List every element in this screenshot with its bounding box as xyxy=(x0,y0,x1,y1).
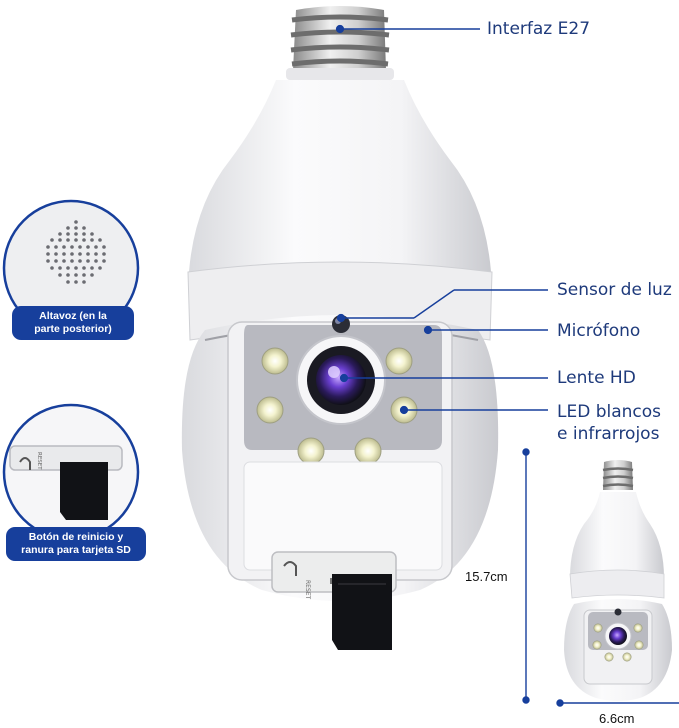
scale-camera xyxy=(564,460,672,701)
label-leds-line2: e infrarrojos xyxy=(557,424,660,444)
svg-text:RESET: RESET xyxy=(304,580,311,600)
reset-sd-badge-line1: Botón de reinicio y xyxy=(28,531,124,543)
label-e27-interface: Interfaz E27 xyxy=(487,19,591,39)
callout-lines xyxy=(335,24,548,415)
label-leds-line1: LED blancos xyxy=(557,402,662,422)
e27-screw-base xyxy=(286,6,394,80)
reset-sd-inset: RESET xyxy=(2,403,140,541)
label-light-sensor: Sensor de luz xyxy=(557,280,672,300)
reset-sd-badge-line2: ranura para tarjeta SD xyxy=(21,544,131,556)
height-dimension: 15.7cm xyxy=(465,569,508,584)
upper-housing xyxy=(188,80,492,290)
width-dimension: 6.6cm xyxy=(599,711,635,726)
sd-card xyxy=(332,574,392,650)
label-hd-lens: Lente HD xyxy=(557,368,636,388)
speaker-grille xyxy=(46,220,106,284)
dimension-lines xyxy=(522,448,679,707)
reset-sd-badge: Botón de reinicio y ranura para tarjeta … xyxy=(6,527,146,561)
label-microphone: Micrófono xyxy=(557,321,641,341)
hd-lens xyxy=(296,335,386,425)
speaker-badge: Altavoz (en la parte posterior) xyxy=(12,306,134,340)
led-array xyxy=(256,347,418,465)
main-camera: RESET xyxy=(181,6,499,650)
speaker-badge-line2: parte posterior) xyxy=(34,323,112,335)
svg-text:RESET: RESET xyxy=(36,452,42,470)
speaker-badge-line1: Altavoz (en la xyxy=(39,310,107,322)
